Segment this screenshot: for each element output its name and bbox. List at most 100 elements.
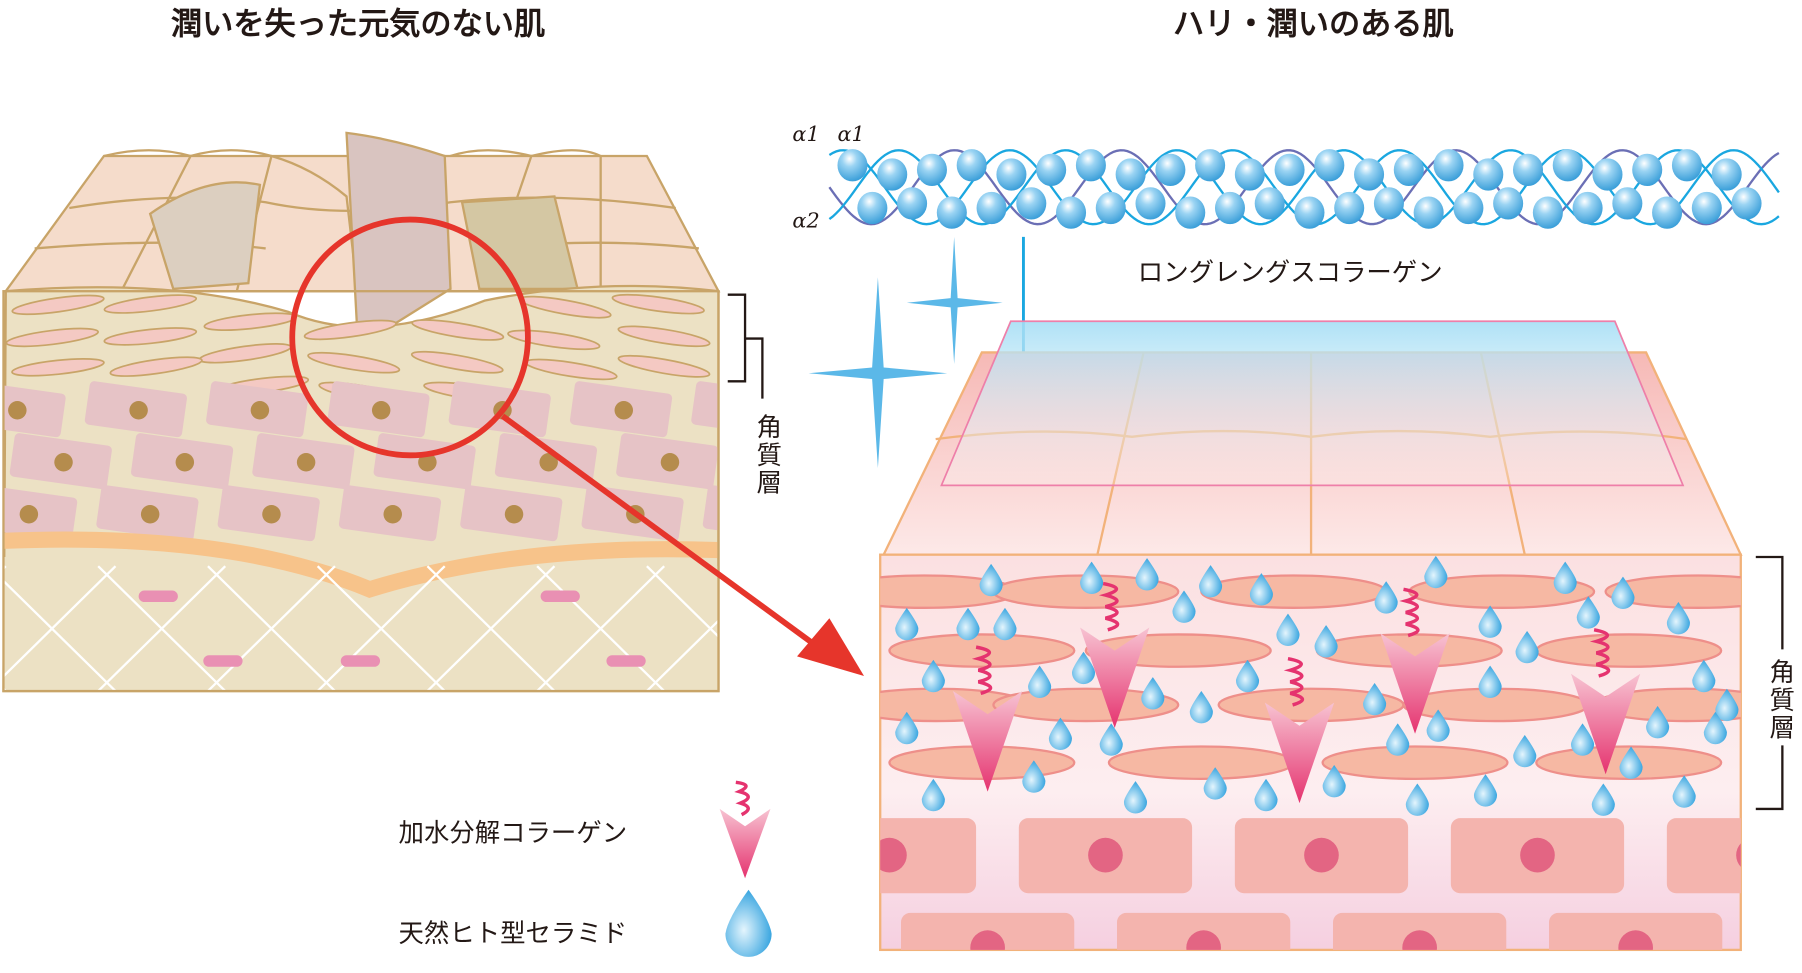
cell-nucleus (1520, 837, 1555, 873)
fiber-line (426, 565, 556, 692)
amino-acid-sphere (1731, 187, 1762, 220)
helix-label-alpha1-a: α1 (792, 122, 819, 146)
ceramide-drop (1426, 709, 1450, 742)
amino-acid-sphere (877, 158, 908, 191)
cell-nucleus (504, 504, 524, 524)
ceramide-drop (1405, 783, 1429, 816)
amino-acid-sphere (1234, 158, 1265, 191)
fiber-line (646, 619, 719, 692)
fiber-line (757, 566, 884, 691)
ceramide-drop (1099, 723, 1123, 756)
corneocyte (617, 354, 711, 378)
right-title: ハリ・潤いのある肌 (1173, 7, 1454, 43)
amino-acid-sphere (976, 191, 1007, 225)
amino-acid-sphere (1532, 196, 1563, 229)
corneocyte (411, 319, 505, 341)
amino-acid-sphere (936, 196, 967, 229)
cell-nucleus (418, 452, 437, 472)
collagen-arrow (1570, 673, 1641, 775)
amino-acid-sphere (1373, 187, 1404, 220)
ceramide-drop (1619, 746, 1643, 779)
cell-nucleus (1304, 837, 1339, 873)
cell-nucleus (660, 452, 680, 472)
hydrolyzed-collagen (952, 645, 1023, 792)
amino-acid-sphere (1354, 158, 1385, 191)
basement-band (3, 531, 719, 598)
amino-acid-sphere (1512, 153, 1544, 187)
ceramide-drop (1203, 767, 1227, 800)
capillary (340, 655, 381, 667)
ceramide-drop (1022, 760, 1046, 793)
ceramide-drop (1135, 558, 1159, 591)
fiber-line (207, 565, 336, 692)
amino-acid-sphere (996, 158, 1027, 191)
collagen-film (940, 320, 1685, 487)
amino-acid-sphere (1552, 149, 1583, 182)
amino-acid-sphere (1195, 149, 1226, 182)
collagen-arrow (952, 691, 1023, 792)
ceramide-drop (1515, 630, 1539, 664)
healthy-skin-illustration (879, 320, 1743, 952)
ceramide-drop (956, 607, 980, 641)
corneocyte (617, 325, 711, 348)
helix-label-alpha2: α2 (792, 209, 819, 233)
ceramide-drop (1199, 565, 1223, 598)
ceramide-drop (1254, 778, 1278, 812)
amino-acid-sphere (1413, 196, 1444, 229)
capillary (203, 655, 243, 667)
amino-acid-sphere (1095, 191, 1126, 225)
ceramide-drop-icon (725, 889, 772, 957)
collagen-coil (1098, 581, 1120, 632)
living-cell (880, 818, 977, 894)
amino-acid-sphere (1115, 158, 1146, 191)
amino-acid-sphere (1632, 153, 1663, 187)
collagen-arrow (1080, 627, 1150, 729)
corneocyte (1107, 745, 1295, 781)
cell-nucleus (1618, 930, 1653, 950)
ceramide-drop (1692, 659, 1716, 693)
zoom-arrow (500, 413, 865, 677)
collagen-coil (1399, 587, 1420, 638)
cell-nucleus (371, 400, 391, 420)
amino-acid-sphere (1334, 191, 1365, 225)
amino-acid-sphere (956, 149, 987, 182)
ceramide-drop (979, 563, 1003, 597)
helix-strand-alpha2 (828, 149, 1780, 226)
ceramide-drop (921, 659, 945, 693)
ceramide-drop (1570, 723, 1595, 756)
cell-nucleus (54, 452, 73, 472)
cell-nucleus (262, 504, 281, 524)
amino-acid-sphere (1473, 158, 1504, 191)
ceramide-drop (1314, 625, 1338, 658)
cell-nucleus (383, 504, 402, 524)
amino-acid-sphere (1254, 187, 1285, 220)
cell-nucleus (1088, 837, 1123, 873)
amino-acid-sphere (1671, 149, 1702, 182)
corneocyte (1535, 633, 1723, 668)
right-layer-bracket (1755, 555, 1784, 811)
corneocyte (410, 350, 504, 374)
corneocyte (11, 357, 105, 377)
cell-nucleus (614, 400, 634, 420)
fiber-line (316, 565, 446, 692)
legend-label-hydrolyzed-collagen: 加水分解コラーゲン (399, 817, 628, 847)
corneocyte (11, 294, 105, 316)
ceramide-drop (895, 607, 919, 641)
ceramide-drop (1478, 665, 1502, 698)
hydrolyzed-collagen (1380, 587, 1450, 734)
corneocyte (303, 319, 397, 341)
left-layer-bracket (727, 293, 764, 399)
ceramide-drop (1591, 783, 1615, 816)
amino-acid-sphere (1135, 187, 1166, 220)
corneocyte (611, 293, 705, 315)
corneocyte (1200, 574, 1388, 609)
cell-nucleus (175, 452, 195, 472)
cell-nucleus (8, 400, 27, 420)
left-layer-label: 角質層 (753, 414, 783, 497)
amino-acid-sphere (1056, 196, 1087, 229)
amino-acid-sphere (1155, 153, 1186, 187)
ceramide-drop (1322, 764, 1346, 798)
cell-nucleus (747, 505, 765, 523)
collagen-coil (971, 645, 993, 696)
hydrolyzed-collagen-icon (719, 780, 771, 879)
